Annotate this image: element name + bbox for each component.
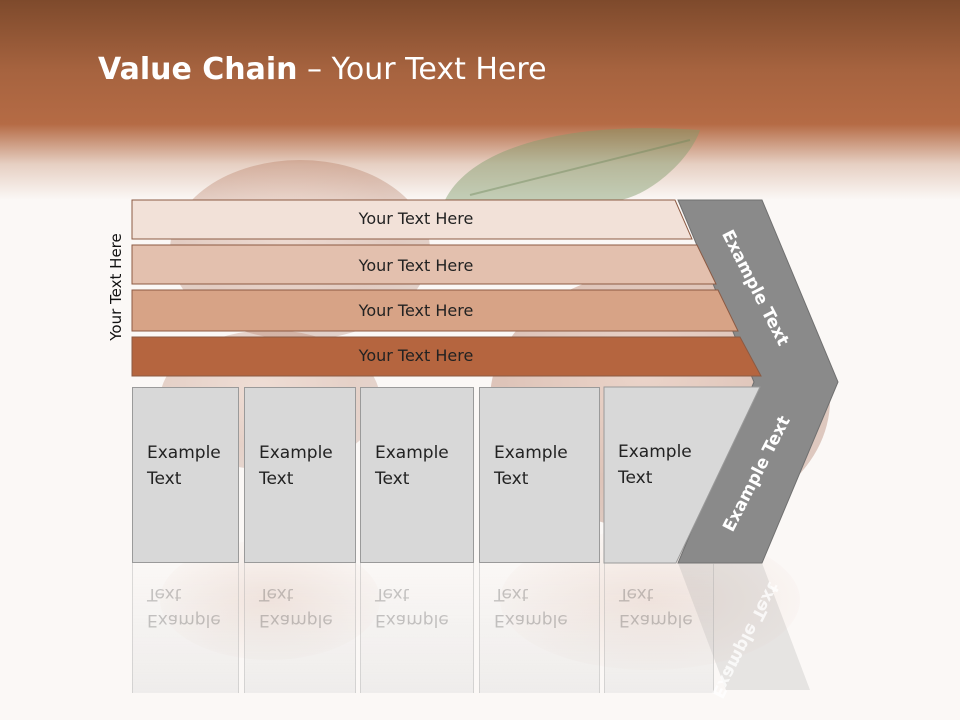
activity-cell-4: Example Text — [479, 387, 600, 563]
bar-shape-1 — [131, 199, 693, 240]
cell-1-line2: Text — [147, 469, 182, 489]
cell-2-line1: Example — [259, 443, 333, 463]
reflection-4-line2: Text — [494, 584, 529, 604]
cell-5-line1: Example — [618, 442, 692, 462]
title-bold: Value Chain — [98, 52, 298, 87]
reflection-cell-1: Example Text — [132, 563, 239, 693]
reflection-cell-5: Example Text — [604, 563, 714, 693]
bar-label-2: Your Text Here — [358, 256, 474, 275]
reflection-cell-2: Example Text — [244, 563, 356, 693]
reflection-cell-4: Example Text — [479, 563, 600, 693]
bar-shape-2 — [131, 244, 717, 285]
cell-2-line2: Text — [259, 469, 294, 489]
bar-shape-4 — [131, 336, 762, 377]
bar-label-4: Your Text Here — [358, 346, 474, 365]
reflection-cell-3: Example Text — [360, 563, 474, 693]
reflection-5-line1: Example — [619, 610, 693, 630]
cell-4-line2: Text — [494, 469, 529, 489]
cell-5-line2: Text — [618, 468, 653, 488]
reflection-1-line2: Text — [147, 584, 182, 604]
reflection-1-line1: Example — [147, 610, 221, 630]
activity-cell-3: Example Text — [360, 387, 474, 563]
cell-shape-5 — [603, 386, 761, 564]
cells-reflection: Example Text Example Text Example Text Exam… — [0, 563, 960, 720]
header-band — [0, 0, 960, 200]
title-rest: – Your Text Here — [297, 52, 547, 87]
reflection-5-line2: Text — [619, 584, 654, 604]
bar-label-1: Your Text Here — [358, 209, 474, 228]
chevron-reflection — [678, 563, 810, 690]
reflection-2-line2: Text — [259, 584, 294, 604]
activity-cell-5: Example Text — [604, 387, 714, 563]
slide-title: Value Chain – Your Text Here — [98, 52, 547, 87]
cell-3-line1: Example — [375, 443, 449, 463]
reflection-2-line1: Example — [259, 610, 333, 630]
cell-1-line1: Example — [147, 443, 221, 463]
reflection-3-line1: Example — [375, 610, 449, 630]
cell-4-line1: Example — [494, 443, 568, 463]
bar-shape-3 — [131, 289, 739, 332]
reflection-4-line1: Example — [494, 610, 568, 630]
activity-cell-1: Example Text — [132, 387, 239, 563]
bar-label-3: Your Text Here — [358, 301, 474, 320]
reflection-3-line2: Text — [375, 584, 410, 604]
cell-3-line2: Text — [375, 469, 410, 489]
activity-cell-2: Example Text — [244, 387, 356, 563]
